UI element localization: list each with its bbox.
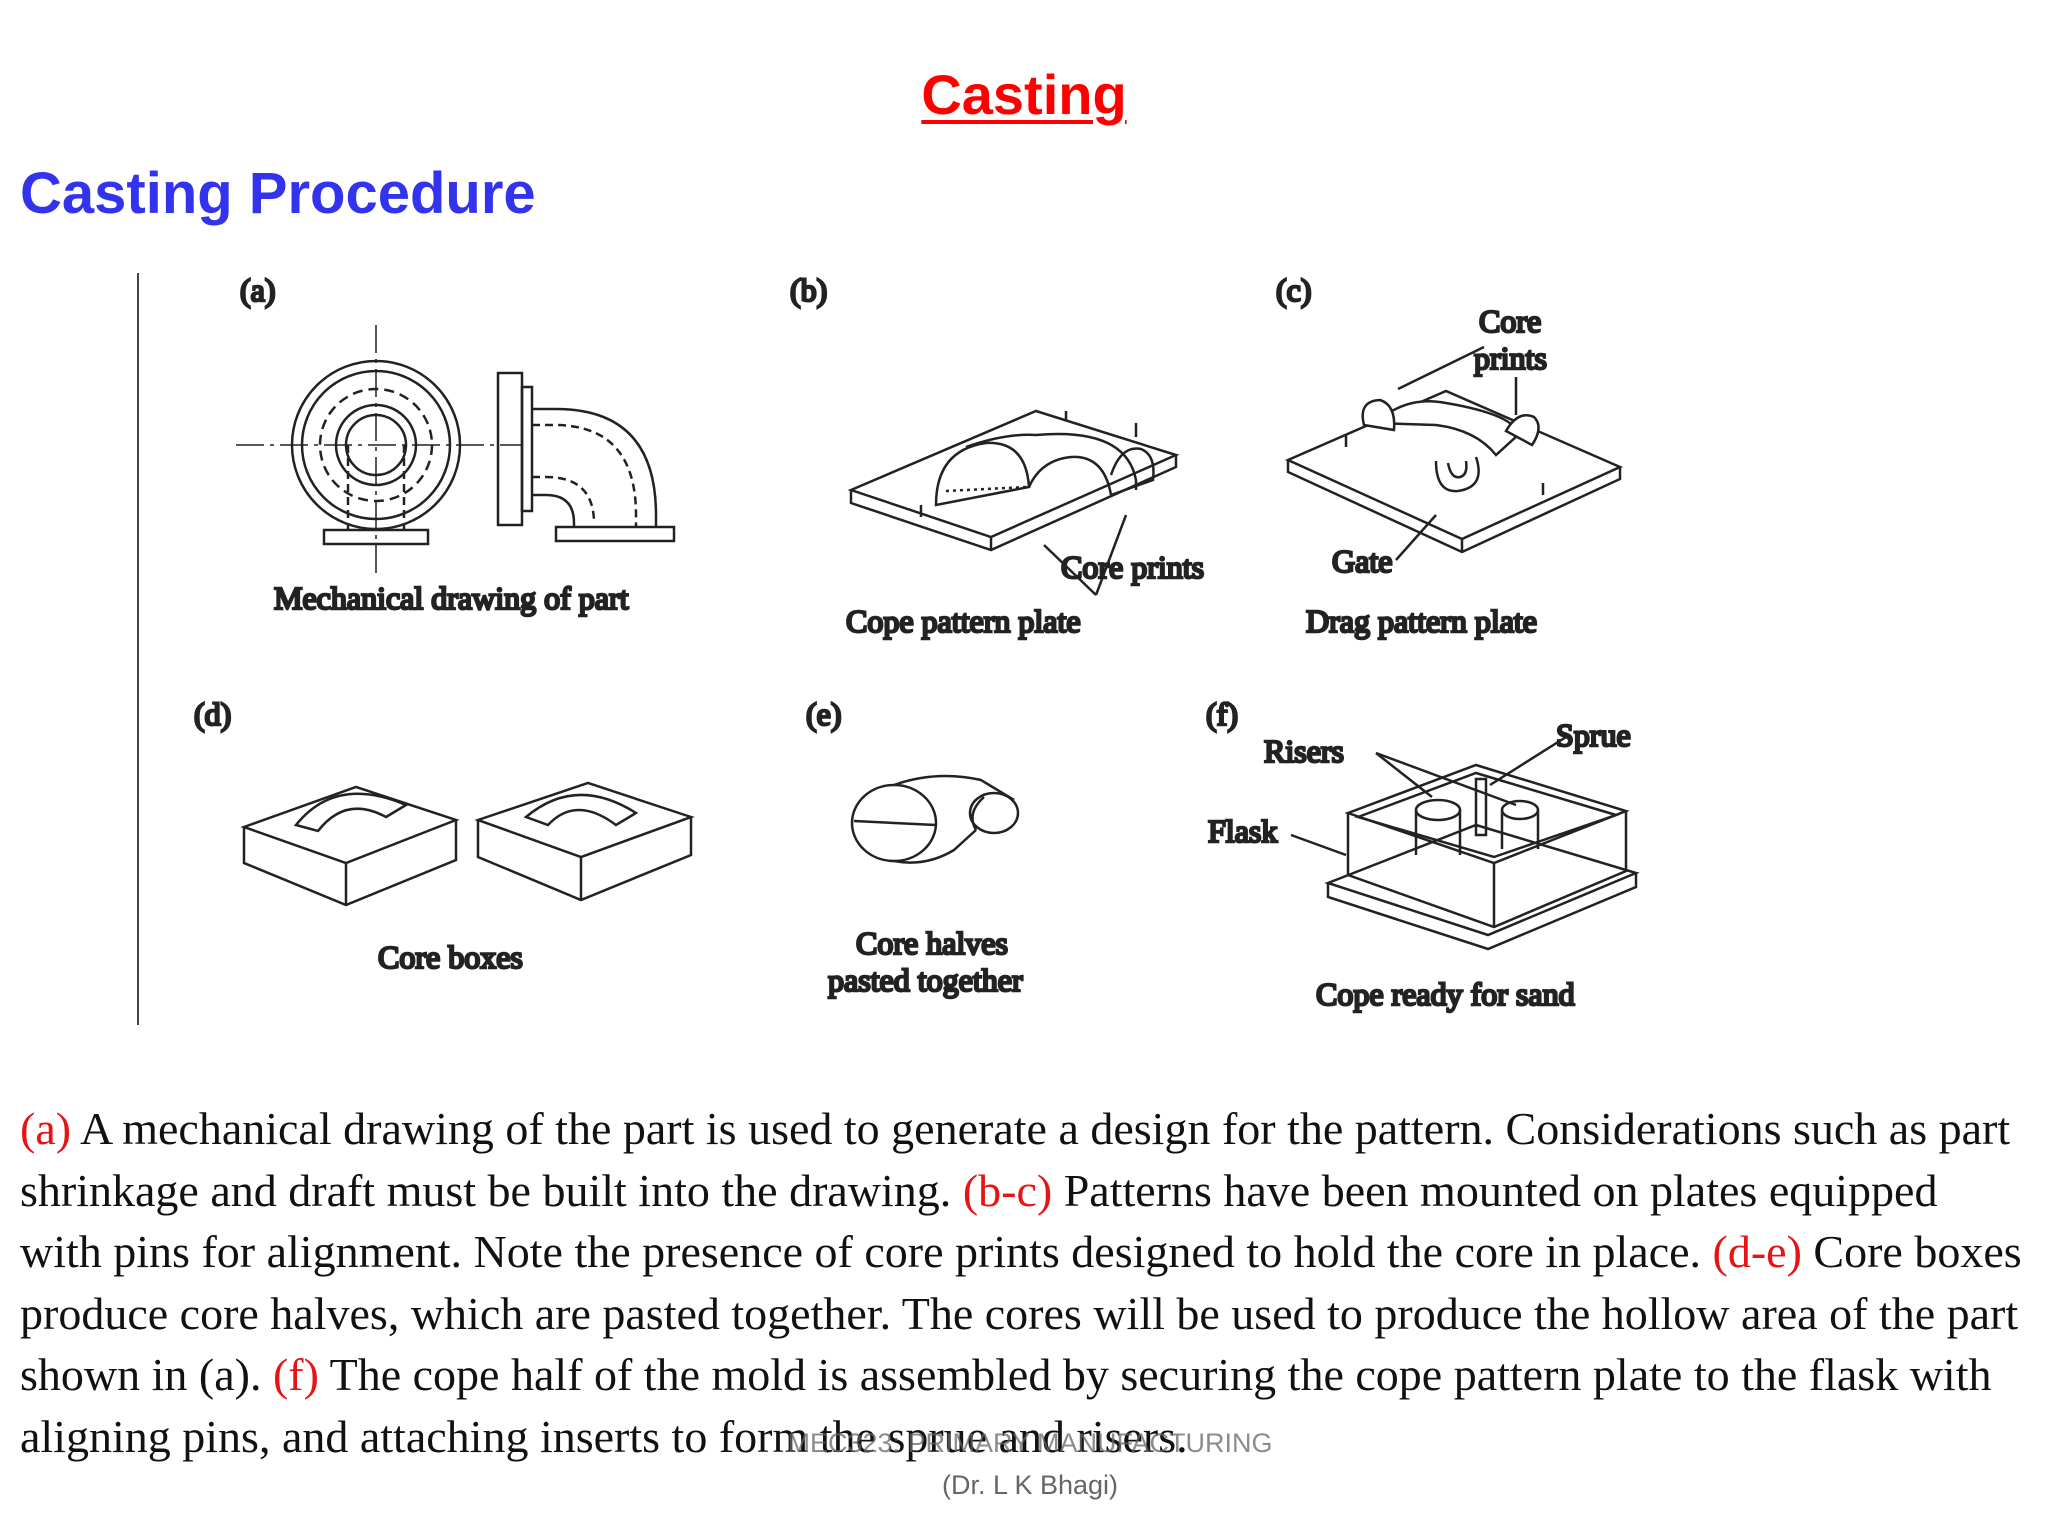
desc-text-a: A mechanical drawing of the part is used… bbox=[20, 1103, 2011, 1216]
panel-b-callout: Core prints bbox=[1061, 549, 1204, 585]
panel-c-gate-label: Gate bbox=[1332, 543, 1392, 579]
desc-tag-bc: (b-c) bbox=[962, 1164, 1053, 1216]
panel-e-caption-2: pasted together bbox=[828, 962, 1023, 998]
panel-f-caption: Cope ready for sand bbox=[1316, 976, 1575, 1012]
desc-tag-de: (d-e) bbox=[1712, 1226, 1802, 1277]
footer-author: (Dr. L K Bhagi) bbox=[941, 1470, 1119, 1500]
desc-tag-f: (f) bbox=[272, 1349, 319, 1400]
panel-e-caption-1: Core halves bbox=[856, 925, 1008, 961]
panel-f-risers-label: Risers bbox=[1264, 733, 1344, 769]
panel-b: (b) Core prints Cope pattern plate bbox=[789, 271, 1206, 641]
panel-c: (c) Core prints Gate Drag pattern plate bbox=[1275, 271, 1624, 640]
panel-e-tag: (e) bbox=[806, 696, 842, 732]
panel-c-tag: (c) bbox=[1276, 272, 1312, 308]
desc-text-de: Core boxes produce core halves, which ar… bbox=[20, 1226, 2022, 1400]
slide-title: Casting bbox=[921, 63, 1127, 126]
panel-b-caption: Cope pattern plate bbox=[846, 603, 1081, 639]
panel-d: (d) Core boxes bbox=[193, 695, 695, 976]
panel-c-callout-top-1: Core bbox=[1479, 303, 1541, 339]
panel-a-caption: Mechanical drawing of part bbox=[274, 580, 629, 616]
description-paragraph: (a) A mechanical drawing of the part is … bbox=[20, 1098, 2030, 1467]
panel-f-flask-label: Flask bbox=[1208, 813, 1277, 849]
panel-f-tag: (f) bbox=[1206, 696, 1238, 732]
panel-a-tag: (a) bbox=[240, 272, 276, 308]
casting-procedure-figure: (a) Mechanical drawing of part (b) bbox=[136, 265, 1696, 1055]
slide-subtitle: Casting Procedure bbox=[20, 161, 536, 226]
panel-f-sprue-label: Sprue bbox=[1556, 717, 1631, 753]
panel-d-caption: Core boxes bbox=[378, 939, 523, 975]
panel-d-tag: (d) bbox=[194, 696, 231, 732]
panel-c-callout-top-2: prints bbox=[1474, 340, 1547, 376]
panel-b-tag: (b) bbox=[790, 272, 827, 308]
desc-tag-a: (a) bbox=[20, 1103, 72, 1154]
panel-a: (a) Mechanical drawing of part bbox=[236, 271, 676, 617]
desc-text-f: The cope half of the mold is assembled b… bbox=[20, 1349, 1992, 1462]
panel-c-caption: Drag pattern plate bbox=[1306, 603, 1537, 639]
panel-e: (e) Core halves pasted together bbox=[805, 695, 1024, 1000]
desc-text-bc: Patterns have been mounted on plates equ… bbox=[20, 1164, 1938, 1278]
panel-f: (f) Risers Sprue Flask Cope ready for sa… bbox=[1205, 695, 1640, 1013]
footer-course: MEC323: PRIMARY MANUFACTURING bbox=[787, 1428, 1273, 1458]
